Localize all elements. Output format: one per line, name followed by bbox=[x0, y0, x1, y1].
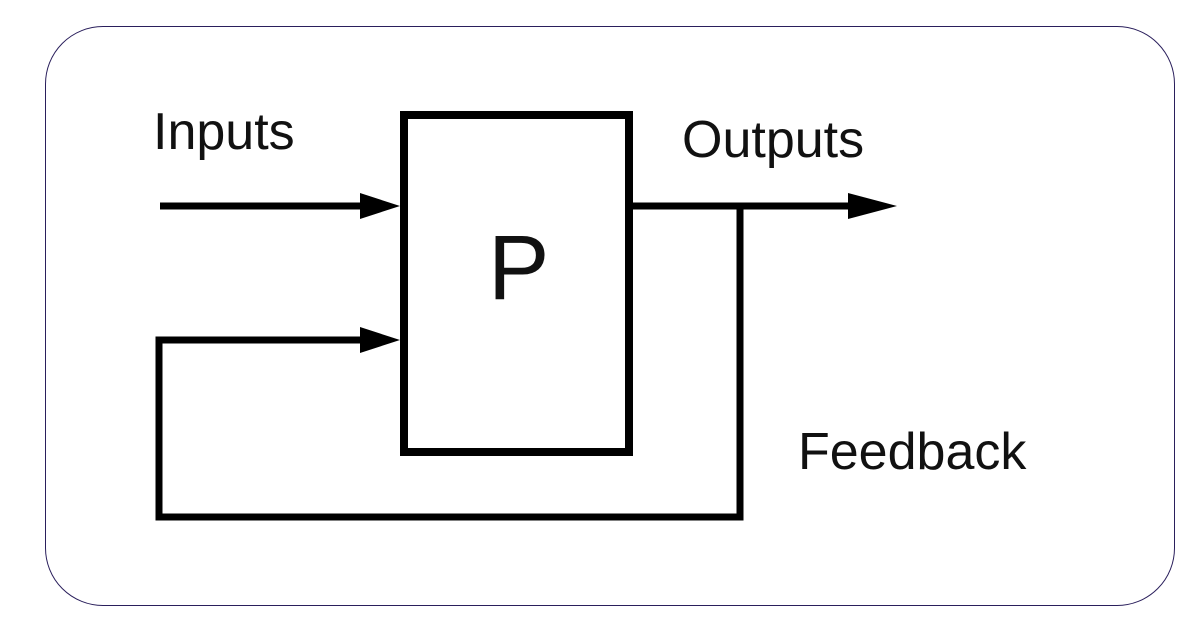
input-arrowhead bbox=[360, 193, 400, 219]
outputs-label: Outputs bbox=[682, 111, 865, 169]
inputs-label: Inputs bbox=[153, 103, 295, 161]
feedback-label: Feedback bbox=[798, 423, 1027, 481]
diagram-frame bbox=[45, 26, 1175, 606]
feedback-arrowhead bbox=[360, 327, 400, 353]
process-label: P bbox=[488, 217, 550, 319]
output-arrowhead bbox=[848, 193, 897, 219]
feedback-loop-line bbox=[155, 206, 744, 521]
process-box bbox=[400, 111, 633, 456]
